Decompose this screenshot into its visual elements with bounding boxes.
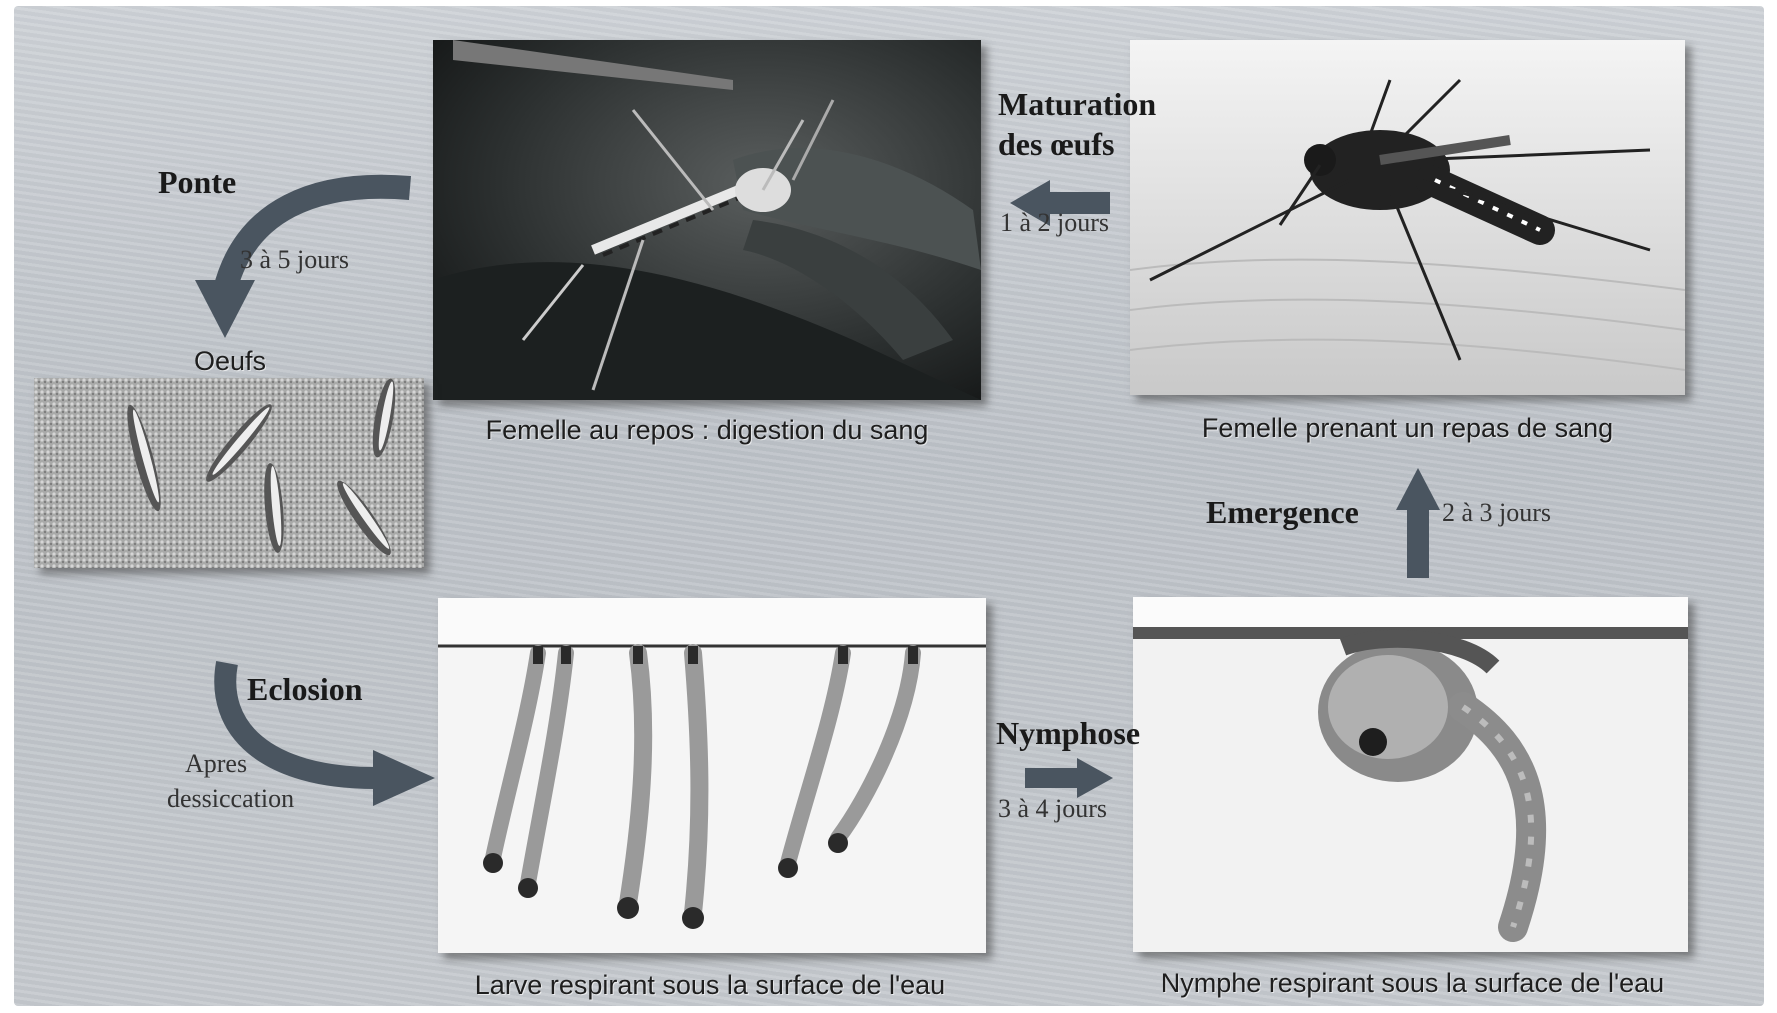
nymphose-duration: 3 à 4 jours	[998, 792, 1107, 826]
pupa-caption: Nymphe respirant sous la surface de l'ea…	[1110, 968, 1715, 999]
eclosion-label: Eclosion	[247, 669, 363, 709]
ponte-duration: 3 à 5 jours	[240, 243, 349, 277]
eggs-caption: Oeufs	[150, 346, 310, 377]
eggs-photo	[34, 378, 424, 568]
female-feeding-caption: Femelle prenant un repas de sang	[1130, 413, 1685, 444]
eclosion-condition-line2: dessiccation	[167, 782, 294, 816]
emergence-arrow	[1396, 468, 1440, 578]
female-resting-caption: Femelle au repos : digestion du sang	[433, 415, 981, 446]
maturation-label-line1: Maturation	[998, 84, 1156, 124]
female-feeding-photo	[1130, 40, 1685, 395]
eclosion-condition-line1: Apres	[185, 747, 247, 781]
maturation-duration: 1 à 2 jours	[1000, 206, 1109, 240]
maturation-label-line2: des œufs	[998, 124, 1114, 164]
ponte-label: Ponte	[158, 162, 236, 202]
emergence-duration: 2 à 3 jours	[1442, 496, 1551, 530]
pupa-photo	[1133, 597, 1688, 952]
nymphose-label: Nymphose	[996, 713, 1140, 753]
emergence-label: Emergence	[1206, 492, 1359, 532]
female-resting-photo	[433, 40, 981, 400]
larvae-photo	[438, 598, 986, 953]
larvae-caption: Larve respirant sous la surface de l'eau	[410, 970, 1010, 1001]
